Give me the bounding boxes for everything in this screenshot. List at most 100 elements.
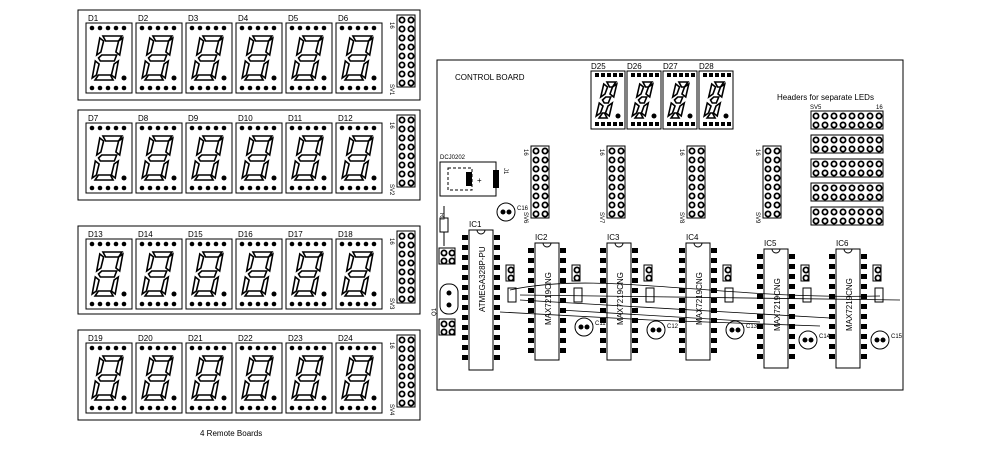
header-pin (857, 136, 865, 144)
header-pin (398, 295, 406, 303)
digit-pin (147, 301, 153, 307)
digit-pin (139, 185, 145, 191)
header-pin (688, 147, 696, 155)
ic-ref: IC2 (535, 233, 548, 242)
header-pin (839, 193, 847, 201)
small-digit-pin (619, 73, 623, 77)
ic-pin (789, 284, 795, 289)
ic-pin (679, 318, 685, 323)
digit-pin (239, 185, 245, 191)
digit-pin (321, 345, 327, 351)
small-digit-pin (709, 122, 713, 126)
segment-b (114, 356, 124, 377)
segment-e (291, 275, 301, 296)
ic-pin (494, 325, 500, 330)
ic-pin (528, 308, 534, 313)
header-pin (398, 34, 406, 42)
capacitor-pin (650, 327, 656, 333)
digit-pin (263, 345, 269, 351)
digit-label: D17 (288, 230, 303, 239)
segment-b (364, 136, 374, 157)
ic-pin (528, 288, 534, 293)
segment-f (145, 136, 155, 157)
segment-b (264, 36, 274, 57)
header-pin (573, 274, 581, 282)
digit-pin (297, 25, 303, 31)
header-outline (606, 145, 626, 219)
segment-g (709, 96, 720, 104)
small-digit-pin (715, 73, 719, 77)
digit-pin (113, 301, 119, 307)
ic-pin (560, 248, 566, 253)
segment-e (141, 275, 151, 296)
digit-pin (313, 125, 319, 131)
small-digit-pin (721, 122, 725, 126)
segment-d (293, 290, 315, 297)
segment-c (110, 159, 120, 180)
ic-pin (494, 335, 500, 340)
header-pin (812, 160, 820, 168)
digit-pin (255, 405, 261, 411)
digit-pin (355, 25, 361, 31)
header-pin (812, 217, 820, 225)
ic-pin (462, 235, 468, 240)
ic-pin (829, 324, 835, 329)
segment-b (114, 36, 124, 57)
segment-f (145, 356, 155, 377)
ic-pin (632, 268, 638, 273)
header-pin (407, 390, 415, 398)
pcb-trace (519, 299, 831, 319)
digit-pin (97, 125, 103, 131)
header-pin (821, 193, 829, 201)
header-pin (839, 208, 847, 216)
digit-pin (163, 125, 169, 131)
digit-pin (147, 185, 153, 191)
small-digit-pin (673, 73, 677, 77)
ic-pin (600, 248, 606, 253)
control-header (762, 145, 782, 219)
digit-pin (197, 25, 203, 31)
support-jumper (800, 264, 810, 282)
header-pin (440, 320, 448, 328)
header-pin (407, 354, 415, 362)
segment-c (210, 379, 220, 400)
digit-pin (205, 241, 211, 247)
segment-e (630, 101, 640, 118)
decimal-point (271, 395, 277, 401)
digit-pin (155, 241, 161, 247)
header-pin (407, 70, 415, 78)
control-board-outline (436, 59, 904, 391)
header-pin (541, 165, 549, 173)
segment-c (310, 159, 320, 180)
seven-segment-digit (191, 135, 227, 181)
header-pin (398, 16, 406, 24)
header-pin (812, 112, 820, 120)
capacitor-body (574, 317, 594, 337)
header-pin (866, 136, 874, 144)
header-pin (830, 112, 838, 120)
header-pin (773, 156, 781, 164)
digit-pin (89, 25, 95, 31)
capacitor-pin (880, 337, 886, 343)
header-pin (821, 184, 829, 192)
decimal-point (121, 395, 127, 401)
header-pin (830, 145, 838, 153)
ic-pin (789, 254, 795, 259)
header-pin (407, 179, 415, 187)
segment-g (197, 374, 218, 382)
header-pin (875, 121, 883, 129)
decimal-point (121, 291, 127, 297)
digit-pin (289, 345, 295, 351)
remote-boards-caption: 4 Remote Boards (200, 429, 262, 438)
digit-pin (105, 85, 111, 91)
digit-pin (339, 25, 345, 31)
digit-outline (85, 238, 133, 310)
header-pin (541, 156, 549, 164)
segment-d (143, 394, 165, 401)
digit-pin (313, 405, 319, 411)
header-outline (396, 230, 416, 304)
control-header-pin-number: 16 (522, 149, 528, 156)
header-pin (398, 390, 406, 398)
ic-pin (494, 255, 500, 260)
